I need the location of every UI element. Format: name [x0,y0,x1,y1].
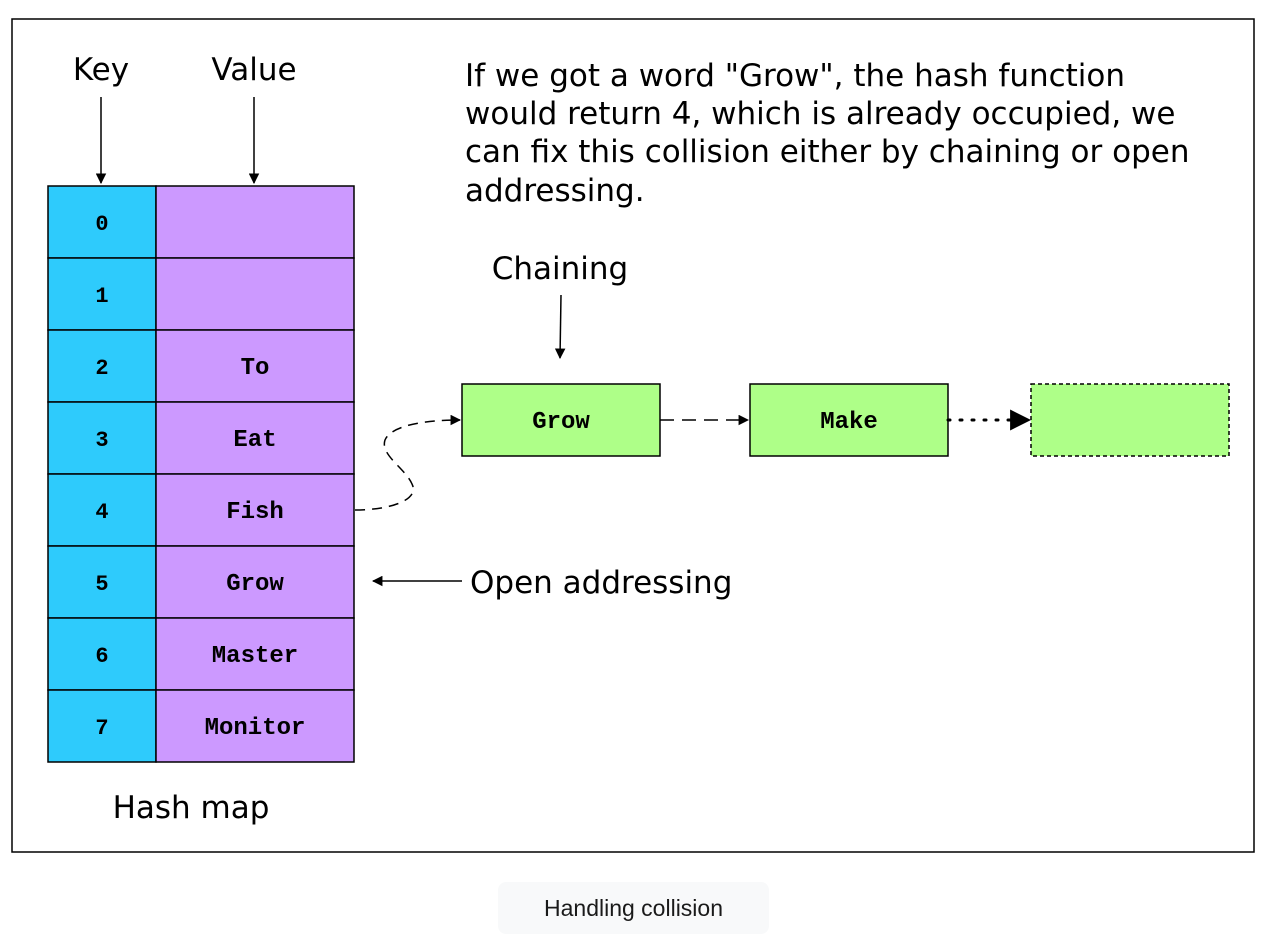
chain-node-make-label: Make [820,409,878,436]
value-cell [155,185,355,259]
key-cell-label: 0 [95,212,108,237]
key-cell [47,329,157,403]
chaining-arrow [554,294,566,360]
value-cell [155,545,355,619]
description-line: would return 4, which is already occupie… [465,96,1175,132]
value-header: Value [211,52,296,88]
collision-description: If we got a word "Grow", the hash functi… [465,58,1199,209]
open-addressing-label: Open addressing [470,565,732,601]
chain-node-next [1030,383,1230,457]
collision-chain-arrow [354,414,462,511]
value-cell-label: Eat [233,427,276,454]
chain-node-grow [461,383,661,457]
key-cell-label: 7 [95,716,108,741]
chain-node-grow-label: Grow [532,409,590,436]
key-cell-label: 4 [95,500,108,525]
key-cell-label: 3 [95,428,108,453]
value-cell-label: Grow [226,571,284,598]
value-cell-label: Fish [226,499,284,526]
hash-map-label: Hash map [113,790,270,826]
description-line: addressing. [465,173,645,209]
hash-table: 0 1 2 To 3 Eat 4 Fish 5 Grow 6 Master 7 Monitor [47,185,355,763]
key-cell [47,689,157,763]
key-cell-label: 6 [95,644,108,669]
key-cell-label: 2 [95,356,108,381]
description-line: If we got a word "Grow", the hash functi… [465,58,1125,94]
value-cell [155,401,355,475]
chain-node-make [749,383,949,457]
key-cell [47,257,157,331]
value-cell [155,689,355,763]
value-cell-label: Master [212,643,298,670]
value-cell-label: Monitor [205,715,306,742]
figure-caption: Handling collision [498,882,769,934]
key-cell-label: 5 [95,572,108,597]
key-cell [47,401,157,475]
chaining-label: Chaining [492,251,629,287]
key-cell [47,617,157,691]
description-line: can fix this collision either by chainin… [465,134,1189,170]
value-cell-label: To [241,355,270,382]
value-cell [155,617,355,691]
key-header: Key [73,52,129,88]
key-cell-label: 1 [95,284,108,309]
value-cell [155,257,355,331]
value-cell [155,329,355,403]
key-cell [47,185,157,259]
